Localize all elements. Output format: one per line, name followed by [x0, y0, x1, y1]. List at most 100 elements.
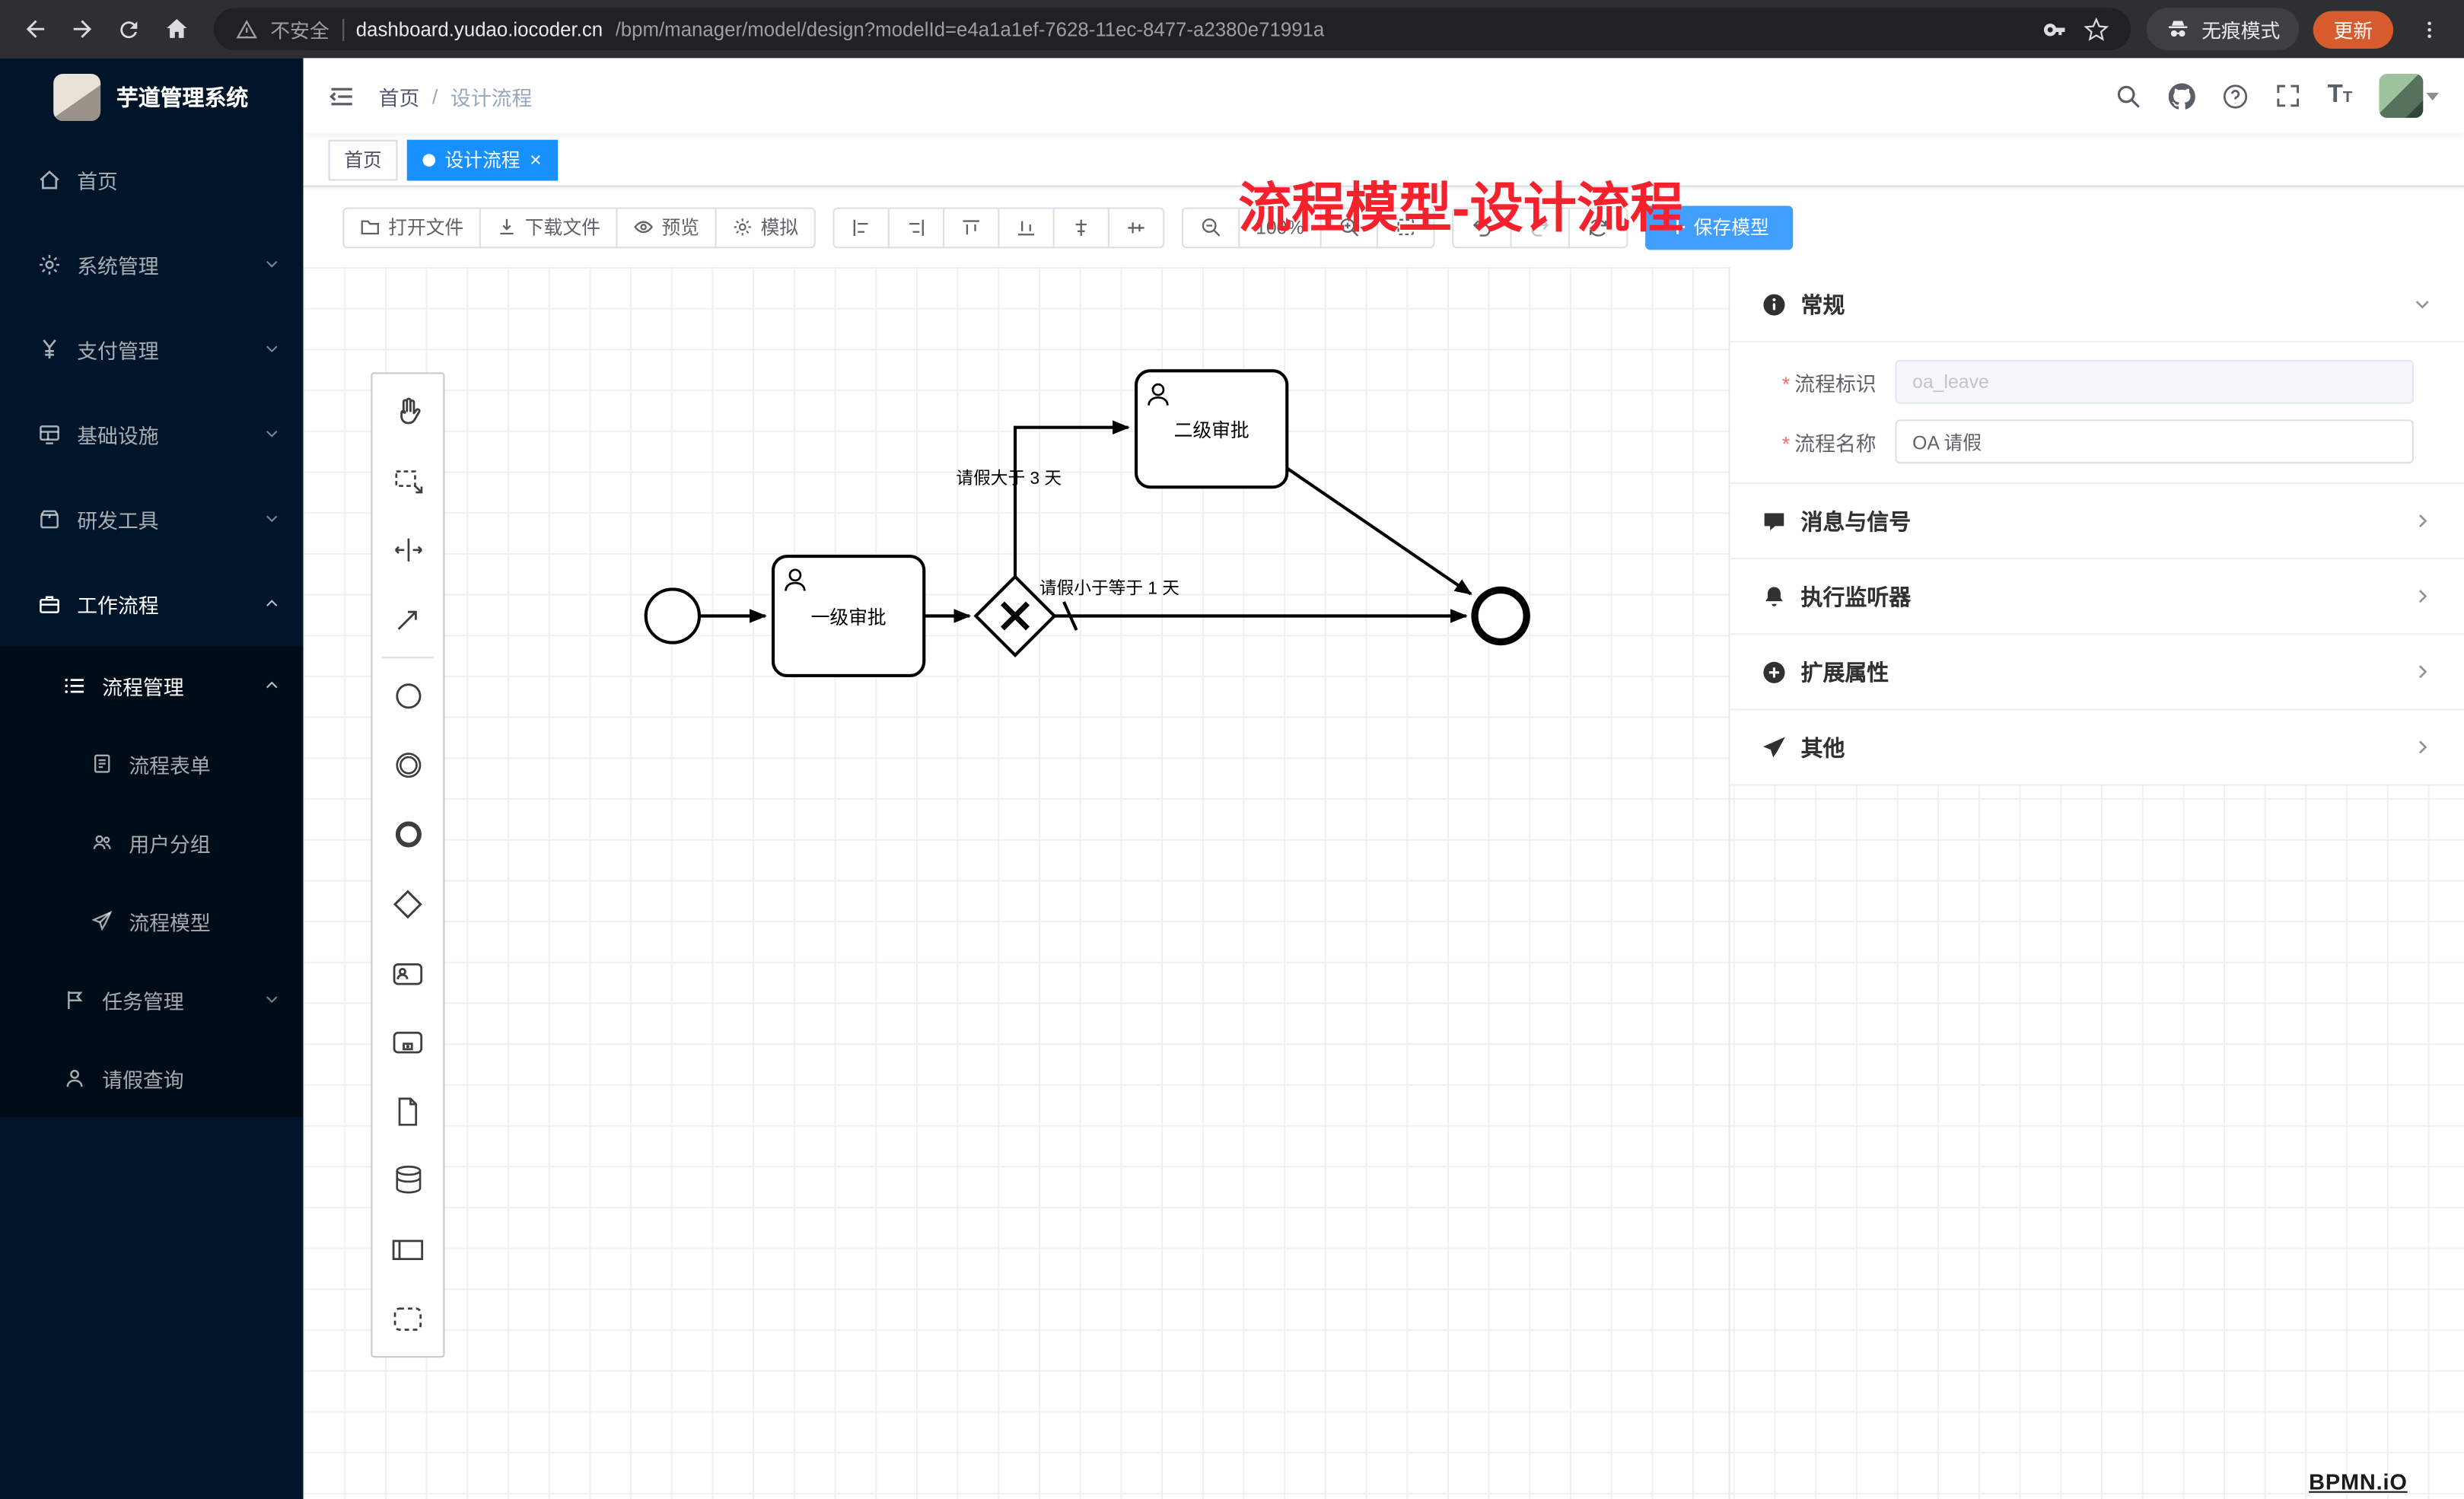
align-bottom-button[interactable] — [998, 206, 1055, 248]
group-icon[interactable] — [374, 1284, 441, 1353]
sidebar-item-task-manage[interactable]: 任务管理 — [0, 960, 304, 1039]
panel-section-extensions[interactable]: 扩展属性 — [1730, 635, 2464, 711]
sidebar-item-process-model[interactable]: 流程模型 — [0, 881, 304, 960]
lasso-tool-icon[interactable] — [374, 446, 441, 515]
undo-button[interactable] — [1451, 206, 1512, 248]
process-name-input[interactable] — [1895, 419, 2414, 464]
zoom-reset-button[interactable] — [1376, 206, 1434, 248]
zoom-out-button[interactable] — [1182, 206, 1240, 248]
zoom-in-button[interactable] — [1320, 206, 1378, 248]
simulate-button[interactable]: 模拟 — [715, 206, 816, 248]
align-right-button[interactable] — [887, 206, 945, 248]
sequence-flow-gt[interactable] — [1013, 420, 1130, 577]
align-center-horizontal-button[interactable] — [1052, 206, 1110, 248]
url-host: dashboard.yudao.iocoder.cn — [355, 18, 603, 40]
download-file-button[interactable]: 下载文件 — [479, 206, 618, 248]
panel-section-messages[interactable]: 消息与信号 — [1730, 484, 2464, 560]
help-icon[interactable] — [2222, 82, 2249, 109]
open-file-button[interactable]: 打开文件 — [342, 206, 481, 248]
panel-section-other[interactable]: 其他 — [1730, 710, 2464, 786]
bookmark-star-icon[interactable] — [2084, 16, 2109, 42]
save-model-button[interactable]: 保存模型 — [1644, 205, 1793, 250]
logo-avatar — [53, 74, 101, 122]
sidebar-item-devtools[interactable]: 研发工具 — [0, 476, 304, 562]
align-top-button[interactable] — [943, 206, 1000, 248]
search-icon[interactable] — [2115, 82, 2142, 109]
user-avatar[interactable] — [2379, 74, 2439, 118]
sidebar-item-label: 系统管理 — [77, 253, 159, 278]
required-mark: * — [1781, 371, 1791, 396]
sidebar-item-infra[interactable]: 基础设施 — [0, 391, 304, 476]
forward-button[interactable] — [59, 7, 103, 51]
folder-icon — [361, 220, 380, 235]
breadcrumb: 首页 / 设计流程 — [379, 81, 533, 110]
end-event-shape[interactable] — [1471, 586, 1530, 646]
global-connect-icon[interactable] — [374, 584, 441, 654]
sidebar-item-process-manage[interactable]: 流程管理 — [0, 646, 304, 724]
tab-design-process[interactable]: 设计流程 × — [406, 138, 558, 180]
align-left-button[interactable] — [832, 206, 890, 248]
process-name-label: *流程名称 — [1781, 431, 1877, 455]
data-store-icon[interactable] — [374, 1145, 441, 1214]
user-task-icon[interactable] — [374, 938, 441, 1007]
yen-icon — [43, 339, 56, 358]
redo-button[interactable] — [1510, 206, 1570, 248]
required-mark: * — [1781, 431, 1791, 455]
restart-button[interactable] — [1568, 206, 1628, 248]
home-button[interactable] — [154, 7, 198, 51]
plus-icon — [1670, 219, 1685, 234]
app-logo[interactable]: 芋道管理系统 — [0, 58, 304, 136]
toolbox-icon — [40, 509, 59, 528]
back-button[interactable] — [13, 7, 57, 51]
tab-home[interactable]: 首页 — [328, 138, 398, 180]
section-title: 消息与信号 — [1800, 508, 1912, 534]
end-event-icon[interactable] — [374, 800, 441, 869]
subprocess-icon[interactable] — [374, 1007, 441, 1077]
chevron-right-icon — [2412, 661, 2433, 682]
sidebar-item-label: 用户分组 — [129, 832, 211, 856]
intermediate-event-icon[interactable] — [374, 730, 441, 800]
panel-section-general[interactable]: 常规 — [1730, 267, 2464, 343]
bpmn-canvas[interactable]: 一级审批 请假大于 3 天 — [303, 267, 2464, 1499]
chevron-right-icon — [2412, 586, 2433, 606]
start-event-shape[interactable] — [644, 587, 702, 644]
sidebar-item-system[interactable]: 系统管理 — [0, 221, 304, 307]
close-icon[interactable]: × — [529, 148, 542, 172]
address-bar[interactable]: 不安全 dashboard.yudao.iocoder.cn/bpm/manag… — [213, 8, 2131, 51]
task-second-approve[interactable]: 二级审批 — [1134, 369, 1289, 489]
participant-icon[interactable] — [374, 1214, 441, 1284]
github-icon[interactable] — [2168, 82, 2196, 109]
plus-circle-icon — [1762, 659, 1787, 684]
sidebar-item-workflow[interactable]: 工作流程 — [0, 561, 304, 646]
task-first-approve[interactable]: 一级审批 — [771, 554, 926, 678]
gateway-icon[interactable] — [374, 869, 441, 938]
start-event-icon[interactable] — [374, 661, 441, 730]
document-icon — [94, 754, 110, 773]
update-button[interactable]: 更新 — [2313, 10, 2394, 48]
zoom-in-icon — [1340, 218, 1358, 237]
zoom-level: 100% — [1238, 206, 1322, 248]
reload-button[interactable] — [107, 7, 151, 51]
sidebar-item-process-form[interactable]: 流程表单 — [0, 724, 304, 803]
align-center-vertical-button[interactable] — [1107, 206, 1165, 248]
sidebar-item-home[interactable]: 首页 — [0, 137, 304, 222]
menu-fold-icon[interactable] — [329, 82, 355, 109]
sidebar-item-payment[interactable]: 支付管理 — [0, 307, 304, 392]
breadcrumb-home[interactable]: 首页 — [378, 85, 420, 110]
bpmn-io-logo[interactable]: BPMN.iO — [2309, 1469, 2408, 1494]
sequence-flow[interactable] — [1286, 466, 1472, 596]
section-title: 扩展属性 — [1800, 659, 1889, 685]
password-key-icon[interactable] — [2043, 17, 2068, 42]
hand-tool-icon[interactable] — [374, 377, 441, 447]
browser-menu-kebab-icon[interactable] — [2408, 7, 2452, 51]
data-object-icon[interactable] — [374, 1077, 441, 1146]
users-icon — [93, 835, 111, 850]
panel-section-listeners[interactable]: 执行监听器 — [1730, 559, 2464, 635]
space-tool-icon[interactable] — [374, 515, 441, 584]
sidebar-item-user-group[interactable]: 用户分组 — [0, 803, 304, 881]
fullscreen-icon[interactable] — [2275, 83, 2300, 108]
sidebar-item-leave-query[interactable]: 请假查询 — [0, 1039, 304, 1117]
preview-button[interactable]: 预览 — [616, 206, 717, 248]
flow-condition-label: 请假大于 3 天 — [956, 468, 1062, 488]
